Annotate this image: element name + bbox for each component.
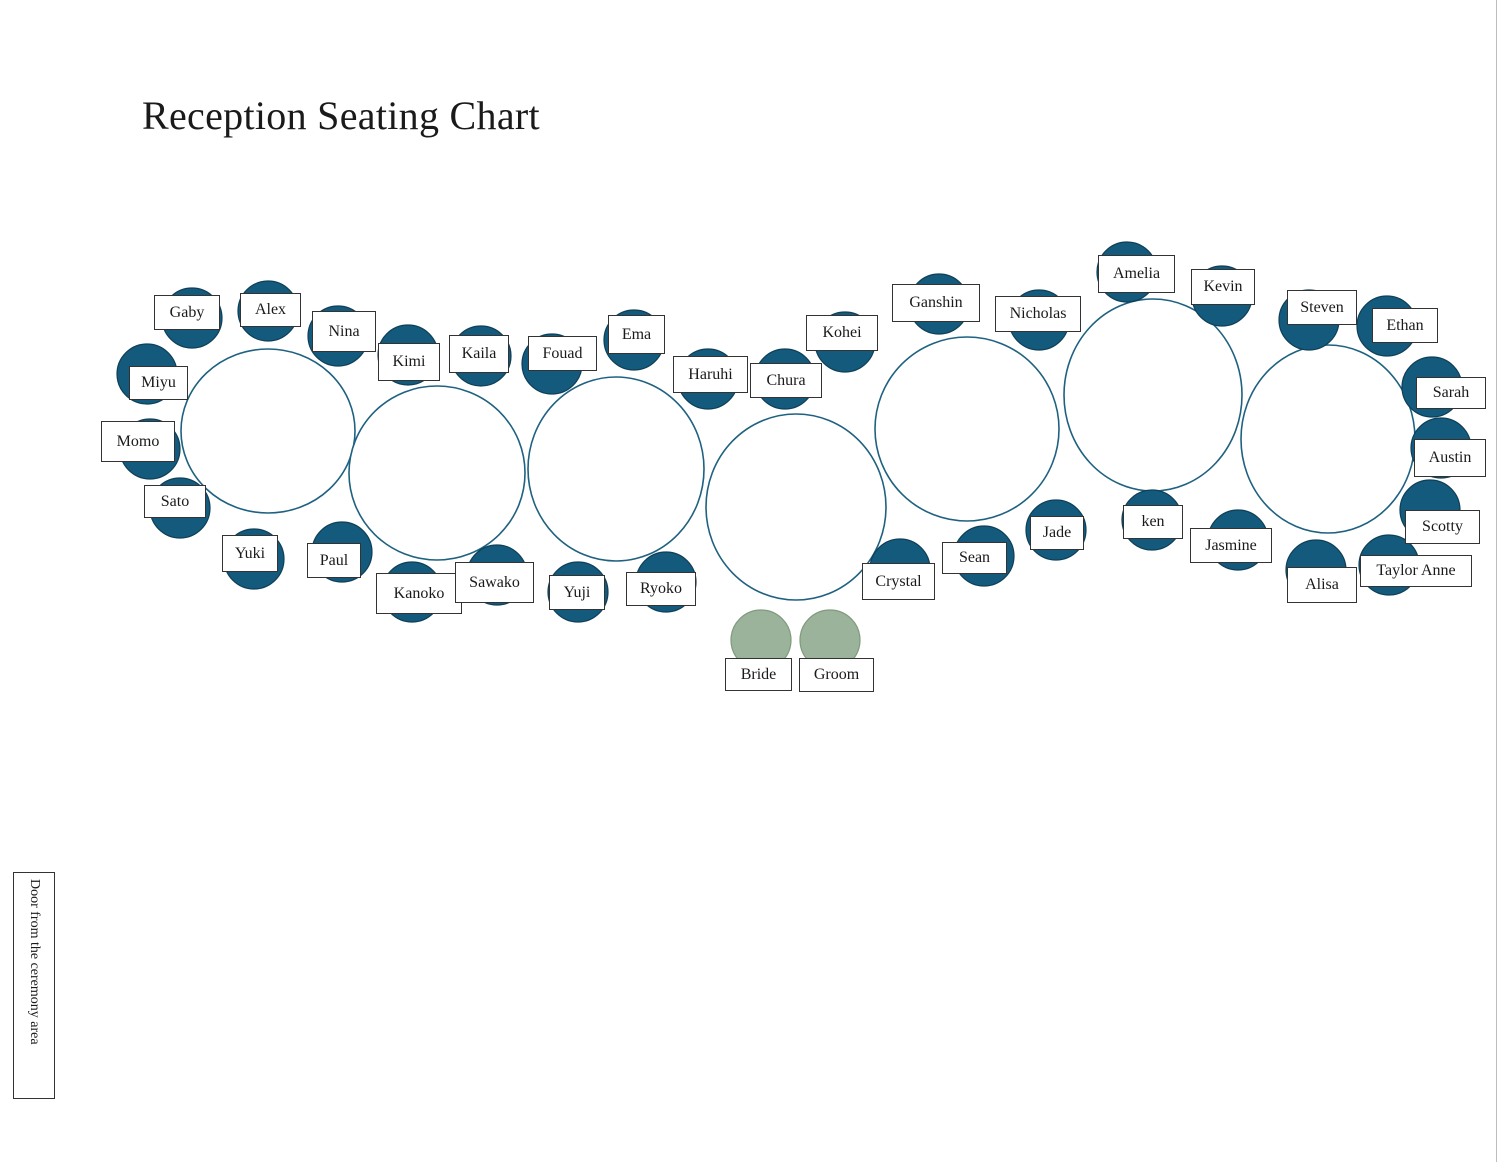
name-label-jade: Jade (1030, 516, 1084, 550)
name-label-fouad: Fouad (528, 336, 597, 371)
table-7 (1240, 344, 1416, 534)
name-label-sawako: Sawako (455, 562, 534, 603)
name-label-haruhi: Haruhi (673, 356, 748, 393)
name-label-ryoko: Ryoko (626, 572, 696, 606)
name-label-gaby: Gaby (154, 295, 220, 330)
name-label-alisa: Alisa (1287, 567, 1357, 603)
page-title: Reception Seating Chart (142, 93, 540, 138)
page-edge (1496, 0, 1497, 1162)
name-label-momo: Momo (101, 421, 175, 462)
name-label-kimi: Kimi (378, 343, 440, 381)
table-2 (348, 385, 526, 561)
door-label: Door from the ceremony area (13, 872, 55, 1099)
name-label-kanoko: Kanoko (376, 573, 462, 614)
name-label-kevin: Kevin (1191, 269, 1255, 305)
name-label-scotty: Scotty (1405, 510, 1480, 544)
name-label-jasmine: Jasmine (1190, 528, 1272, 563)
table-3 (527, 376, 705, 562)
name-label-nicholas: Nicholas (995, 296, 1081, 332)
name-label-alex: Alex (240, 293, 301, 327)
name-label-ken: ken (1123, 505, 1183, 539)
table-4 (705, 413, 887, 601)
name-label-yuki: Yuki (222, 535, 278, 572)
name-label-yuji: Yuji (549, 575, 605, 610)
name-label-ethan: Ethan (1372, 308, 1438, 343)
name-label-kaila: Kaila (449, 335, 509, 373)
name-label-sato: Sato (144, 485, 206, 518)
name-label-sarah: Sarah (1416, 377, 1486, 409)
name-label-chura: Chura (750, 363, 822, 398)
name-label-groom: Groom (799, 658, 874, 692)
name-label-paul: Paul (307, 543, 361, 578)
table-6 (1063, 298, 1243, 492)
name-label-miyu: Miyu (129, 366, 188, 400)
name-label-ema: Ema (608, 315, 665, 354)
table-1 (180, 348, 356, 514)
name-label-taylor-anne: Taylor Anne (1360, 555, 1472, 587)
table-5 (874, 336, 1060, 522)
name-label-amelia: Amelia (1098, 255, 1175, 293)
name-label-sean: Sean (942, 542, 1007, 574)
name-label-crystal: Crystal (862, 563, 935, 600)
name-label-austin: Austin (1414, 439, 1486, 477)
name-label-kohei: Kohei (806, 315, 878, 351)
name-label-bride: Bride (725, 658, 792, 691)
name-label-nina: Nina (312, 311, 376, 352)
name-label-ganshin: Ganshin (892, 284, 980, 322)
name-label-steven: Steven (1287, 290, 1357, 325)
